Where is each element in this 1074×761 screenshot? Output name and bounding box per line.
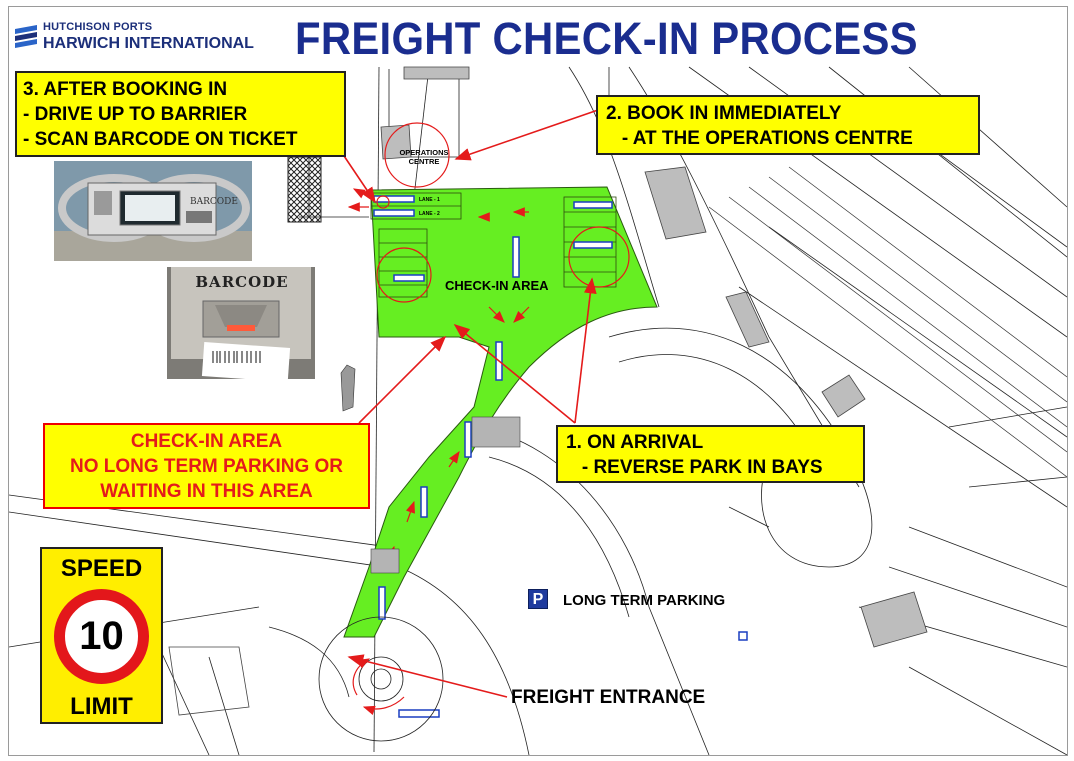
note-on-arrival-line-1: 1. ON ARRIVAL — [566, 432, 704, 453]
boat-symbol — [340, 364, 356, 412]
barcode-sign-label: BARCODE — [195, 273, 289, 291]
note-warning-line-2: NO LONG TERM PARKING OR — [69, 456, 344, 477]
note-book-in-line-2: - AT THE OPERATIONS CENTRE — [606, 128, 913, 149]
note-on-arrival: 1. ON ARRIVAL - REVERSE PARK IN BAYS — [556, 425, 865, 483]
logo-bottom-text: HARWICH INTERNATIONAL — [43, 35, 254, 52]
operations-centre-label: OPERATIONS CENTRE — [397, 148, 451, 166]
note-book-in-line-1: 2. BOOK IN IMMEDIATELY — [606, 103, 842, 124]
road-crossings — [370, 416, 521, 574]
speed-sign-bottom-text: LIMIT — [70, 693, 133, 720]
speed-limit-sign-icon: SPEED 10 LIMIT — [40, 547, 163, 724]
note-after-booking-line-2: - DRIVE UP TO BARRIER — [23, 104, 248, 125]
speed-limit-number: 10 — [79, 614, 124, 658]
barcode-kiosk-photo: BARCODE — [54, 161, 252, 261]
lane-labels: LANE - 1 LANE - 2 — [419, 197, 440, 217]
note-on-arrival-line-2: - REVERSE PARK IN BAYS — [566, 457, 823, 478]
railway-lines — [708, 166, 1067, 478]
check-in-area-shape — [343, 186, 658, 638]
note-after-booking-line-1: 3. AFTER BOOKING IN — [23, 79, 228, 100]
freight-entrance-label: FREIGHT ENTRANCE — [511, 687, 706, 708]
long-term-parking-label: LONG TERM PARKING — [563, 592, 726, 609]
speed-sign-circle: 10 — [54, 589, 149, 684]
buildings — [168, 66, 928, 716]
page-title: FREIGHT CHECK-IN PROCESS — [295, 13, 918, 64]
barcode-scanner-photo: BARCODE — [167, 267, 315, 379]
lane-1-label: LANE - 1 — [419, 197, 440, 203]
check-in-area-label: CHECK-IN AREA — [445, 278, 549, 293]
logo-top-text: HUTCHISON PORTS — [43, 21, 153, 33]
speed-sign-top-text: SPEED — [60, 555, 143, 582]
note-warning-line-1: CHECK-IN AREA — [130, 431, 283, 452]
document-page: LANE - 1 LANE - 2 HUTCHISON PORTS HARWIC… — [8, 6, 1068, 756]
lane-2-label: LANE - 2 — [419, 211, 440, 217]
operations-centre-label-line-1: OPERATIONS — [399, 148, 449, 157]
site-map: LANE - 1 LANE - 2 — [9, 66, 1067, 755]
note-after-booking: 3. AFTER BOOKING IN - DRIVE UP TO BARRIE… — [15, 71, 346, 157]
roundabout — [318, 616, 444, 742]
kiosk-barcode-label: BARCODE — [190, 197, 238, 207]
operations-centre-label-line-2: CENTRE — [408, 157, 440, 166]
note-check-in-area-warning: CHECK-IN AREA NO LONG TERM PARKING OR WA… — [43, 423, 370, 509]
parking-bays — [370, 192, 617, 298]
hutchison-ports-logo-icon — [13, 23, 39, 49]
highlight-circles — [376, 122, 630, 303]
note-warning-line-3: WAITING IN THIS AREA — [100, 481, 313, 502]
barrier-hatch — [287, 156, 322, 223]
hutchison-ports-logo: HUTCHISON PORTS HARWICH INTERNATIONAL — [13, 17, 283, 61]
note-book-in: 2. BOOK IN IMMEDIATELY - AT THE OPERATIO… — [596, 95, 980, 155]
parking-icon: P — [528, 589, 548, 609]
note-after-booking-line-3: - SCAN BARCODE ON TICKET — [23, 129, 298, 150]
